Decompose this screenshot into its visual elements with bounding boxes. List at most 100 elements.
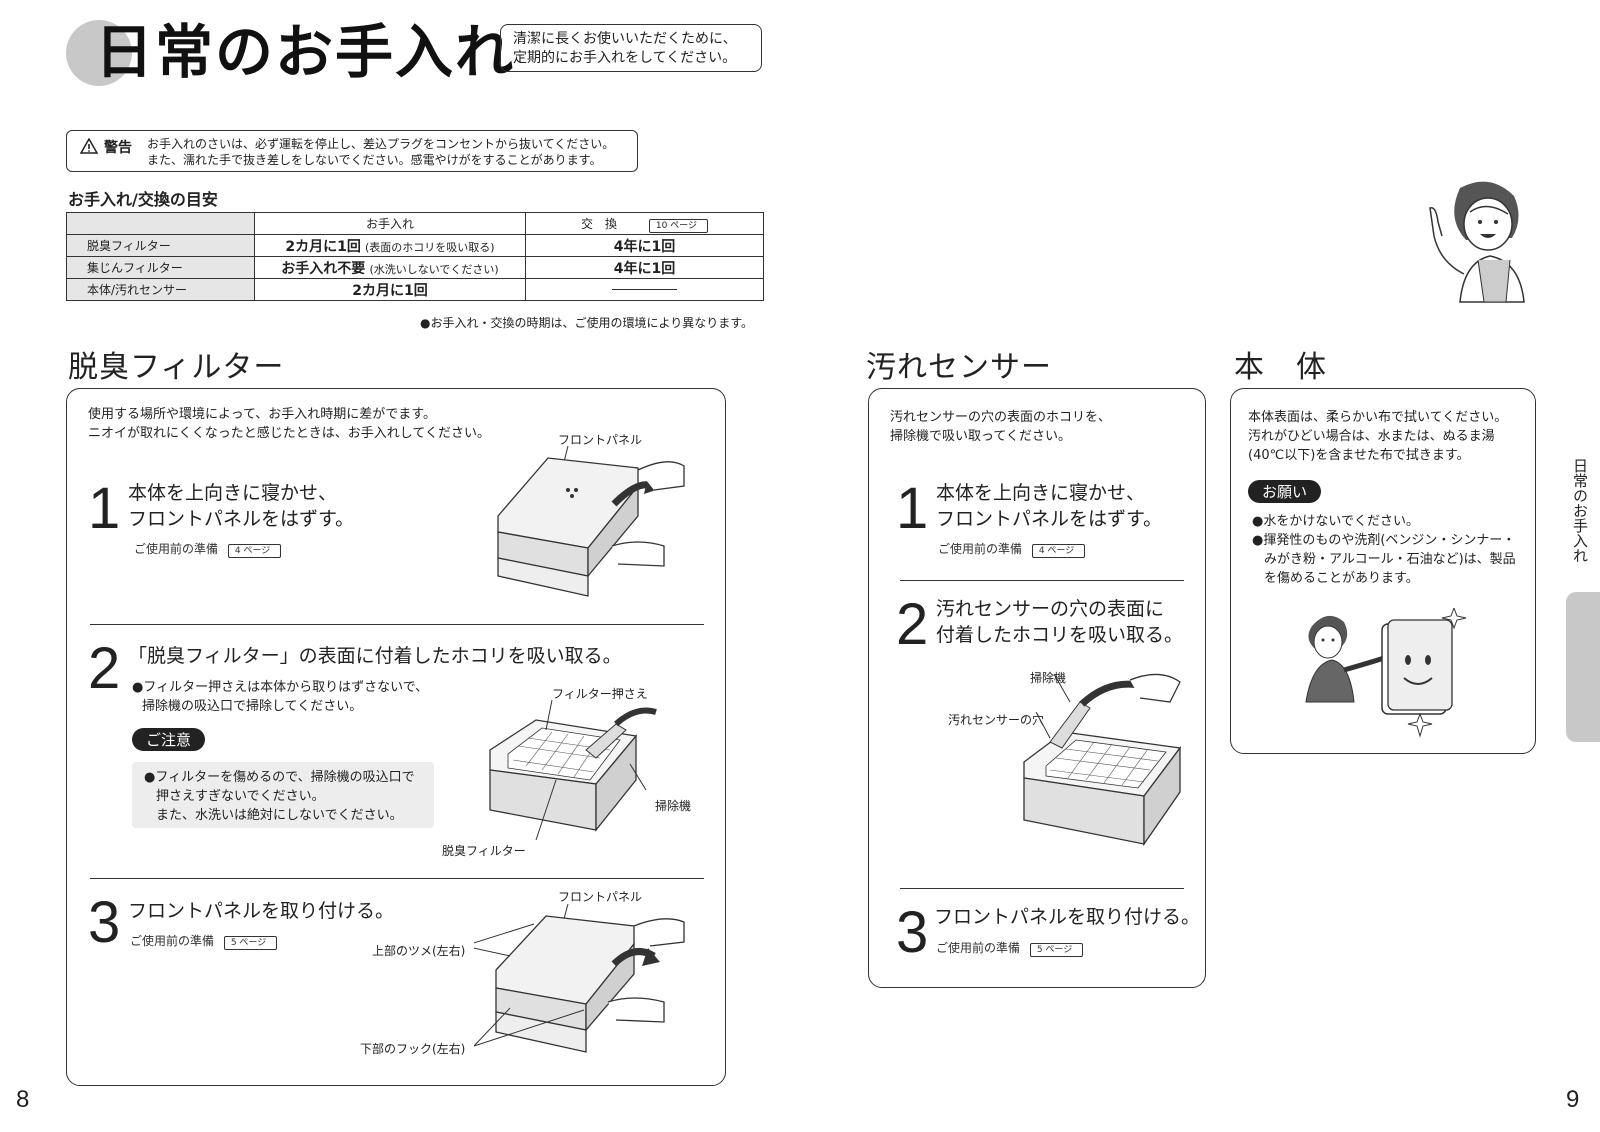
- fig-label-sensor-hole: 汚れセンサーの穴: [948, 713, 1045, 727]
- deodorize-intro-line-1: 使用する場所や環境によって、お手入れ時期に差がでます。: [88, 407, 437, 422]
- sensor-step-1-instruction: 本体を上向きに寝かせ、 フロントパネルをはずす。: [936, 480, 1162, 532]
- title-decoration-circle: [66, 20, 132, 86]
- fig-label-upper-tabs: 上部のツメ(左右): [372, 944, 466, 958]
- caution-box: ●フィルターを傷めるので、掃除機の吸込口で 押さえすぎないでください。 また、水…: [132, 762, 434, 828]
- replace-cell: ―――――: [525, 278, 764, 301]
- step-number: 1: [88, 476, 121, 541]
- step-number: 2: [88, 636, 121, 701]
- sensor-intro: 汚れセンサーの穴の表面のホコリを、 掃除機で吸い取ってください。: [890, 408, 1111, 446]
- page-reference-link[interactable]: 4 ページ: [1031, 544, 1086, 558]
- replace-cell: 4年に1回: [525, 234, 764, 257]
- prep-label: ご使用前の準備: [936, 941, 1021, 955]
- step-number: 3: [88, 890, 121, 955]
- sensor-step-1-line-1: 本体を上向きに寝かせ、: [936, 482, 1146, 504]
- sensor-step-3-instruction: フロントパネルを取り付ける。: [934, 906, 1201, 928]
- fig-label-deodorize-filter: 脱臭フィルター: [442, 844, 526, 858]
- prep-label: ご使用前の準備: [134, 542, 219, 556]
- prep-label: ご使用前の準備: [130, 934, 215, 948]
- care-note: (表面のホコリを吸い取る): [365, 240, 495, 254]
- step-2-bullet-line-1: ●フィルター押さえは本体から取りはずさないで、: [132, 680, 429, 695]
- step-2-bullet: ●フィルター押さえは本体から取りはずさないで、 掃除機の吸込口で掃除してください…: [132, 678, 428, 716]
- fig-label-front-panel: フロントパネル: [558, 433, 643, 447]
- care-main: お手入れ不要: [281, 260, 366, 277]
- prep-reference: ご使用前の準備 4 ページ: [134, 540, 282, 558]
- col-replace-label: 交 換: [581, 216, 618, 231]
- caution-line-1: ●フィルターを傷めるので、掃除機の吸込口で: [144, 770, 415, 785]
- page-reference-link[interactable]: 10 ページ: [648, 218, 708, 233]
- fig-label-vacuum: 掃除機: [1030, 671, 1067, 685]
- care-cell: 2カ月に1回 (表面のホコリを吸い取る): [254, 234, 526, 257]
- sensor-intro-line-1: 汚れセンサーの穴の表面のホコリを、: [890, 410, 1112, 425]
- caution-line-3: また、水洗いは絶対にしないでください。: [156, 808, 403, 823]
- schedule-title: お手入れ/交換の目安: [68, 190, 218, 209]
- schedule-table: お手入れ 交 換 10 ページ 脱臭フィルター 2カ月に1回 (表面のホコリを吸…: [66, 212, 764, 301]
- sensor-section-title: 汚れセンサー: [866, 350, 1052, 385]
- page-title: 日常のお手入れ: [95, 18, 516, 86]
- care-cell: 2カ月に1回: [254, 278, 526, 301]
- page-reference-link[interactable]: 5 ページ: [1029, 943, 1084, 957]
- side-tab-text: 日常のお手入れ: [1571, 458, 1589, 563]
- caution-badge: ご注意: [132, 728, 206, 751]
- step-number: 1: [896, 476, 929, 541]
- sensor-step-2-instruction: 汚れセンサーの穴の表面に 付着したホコリを吸い取る。: [936, 596, 1183, 648]
- prep-reference: ご使用前の準備 5 ページ: [936, 939, 1084, 957]
- body-bullet-3: みがき粉・アルコール・石油など)は、製品: [1264, 552, 1516, 567]
- col-care-header: お手入れ: [254, 212, 526, 235]
- table-corner-cell: [66, 212, 255, 235]
- side-tab-marker: [1566, 592, 1600, 742]
- page-number-right: 9: [1566, 1086, 1580, 1113]
- fig-label-lower-hooks: 下部のフック(左右): [360, 1042, 466, 1056]
- step-1-line-1: 本体を上向きに寝かせ、: [128, 482, 338, 504]
- deodorize-intro-line-2: ニオイが取れにくくなったと感じたときは、お手入れしてください。: [88, 426, 490, 441]
- subtitle-line-1: 清潔に長くお使いいただくために、: [513, 31, 737, 47]
- fig-label-front-panel: フロントパネル: [558, 890, 643, 904]
- subtitle-line-2: 定期的にお手入れをしてください。: [513, 50, 737, 66]
- title-subtitle-box: 清潔に長くお使いいただくために、 定期的にお手入れをしてください。: [500, 24, 762, 72]
- page-reference-link[interactable]: 5 ページ: [223, 936, 278, 950]
- warning-line-2: また、濡れた手で抜き差しをしないでください。感電やけがをすることがあります。: [147, 153, 602, 167]
- warning-box: [66, 130, 638, 172]
- body-section-title: 本 体: [1234, 350, 1327, 385]
- page-reference-link[interactable]: 4 ページ: [227, 544, 282, 558]
- care-main: 2カ月に1回: [352, 282, 428, 299]
- step-1-instruction: 本体を上向きに寝かせ、 フロントパネルをはずす。: [128, 480, 354, 532]
- table-row: 脱臭フィルター 2カ月に1回 (表面のホコリを吸い取る) 4年に1回: [66, 234, 764, 257]
- care-main: 2カ月に1回: [285, 238, 361, 255]
- step-2-instruction: 「脱臭フィルター」の表面に付着したホコリを吸い取る。: [128, 645, 622, 667]
- row-name: 本体/汚れセンサー: [66, 278, 255, 301]
- step-2-bullet-line-2: 掃除機の吸込口で掃除してください。: [142, 699, 363, 714]
- warning-icon: [80, 138, 98, 154]
- deodorize-section-title: 脱臭フィルター: [68, 350, 285, 385]
- request-badge: お願い: [1248, 480, 1322, 503]
- col-replace-header: 交 換 10 ページ: [525, 212, 764, 235]
- sensor-step-2-line-1: 汚れセンサーの穴の表面に: [936, 598, 1165, 620]
- sensor-step-2-line-2: 付着したホコリを吸い取る。: [936, 624, 1184, 646]
- row-name: 脱臭フィルター: [66, 234, 255, 257]
- woman-pointing-illustration: [1429, 181, 1525, 303]
- care-cell: お手入れ不要 (水洗いしないでください): [254, 256, 526, 279]
- step-divider: [900, 888, 1184, 889]
- schedule-note: ●お手入れ・交換の時期は、ご使用の環境により異なります。: [420, 316, 754, 330]
- warning-label: 警告: [104, 140, 132, 156]
- filter-vacuum-illustration: [489, 700, 657, 841]
- body-bullet-2: ●揮発性のものや洗剤(ベンジン・シンナー・: [1252, 533, 1516, 548]
- body-intro-line-3: (40℃以下)を含ませた布で拭きます。: [1248, 448, 1470, 463]
- step-3-instruction: フロントパネルを取り付ける。: [128, 900, 395, 922]
- unit-attach-panel-illustration: [474, 904, 685, 1053]
- prep-reference: ご使用前の準備 4 ページ: [938, 540, 1086, 558]
- step-number: 2: [896, 592, 929, 657]
- step-divider: [900, 580, 1184, 581]
- replace-cell: 4年に1回: [525, 256, 764, 279]
- prep-label: ご使用前の準備: [938, 542, 1023, 556]
- sensor-vacuum-illustration: [1023, 673, 1182, 847]
- care-note: (水洗いしないでください): [369, 262, 499, 276]
- sensor-intro-line-2: 掃除機で吸い取ってください。: [890, 429, 1071, 444]
- body-bullet-4: を傷めることがあります。: [1264, 571, 1419, 586]
- step-number: 3: [896, 900, 929, 965]
- fig-label-filter-holder: フィルター押さえ: [552, 687, 648, 701]
- warning-text: お手入れのさいは、必ず運転を停止し、差込プラグをコンセントから抜いてください。 …: [147, 136, 614, 168]
- side-tab-label: 日常のお手入れ: [1570, 458, 1590, 567]
- step-divider: [90, 878, 704, 879]
- prep-reference: ご使用前の準備 5 ページ: [130, 932, 278, 950]
- warning-line-1: お手入れのさいは、必ず運転を停止し、差込プラグをコンセントから抜いてください。: [147, 137, 615, 151]
